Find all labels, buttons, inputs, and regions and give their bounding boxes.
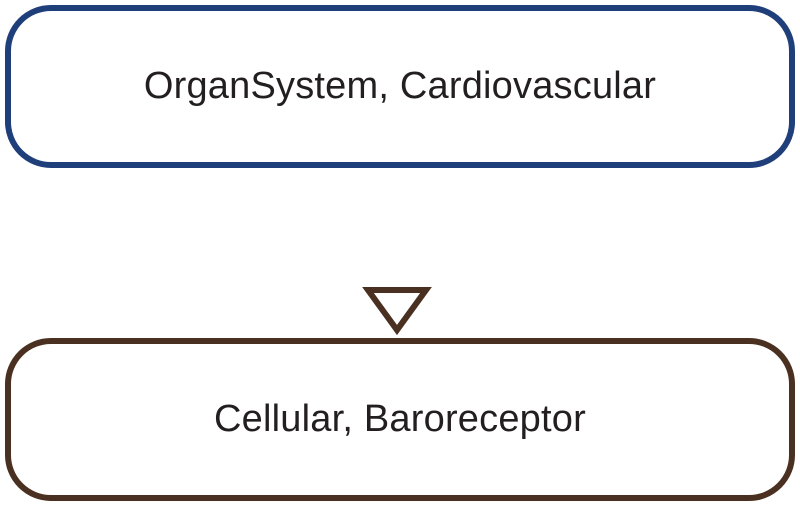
node-label: OrganSystem, Cardiovascular xyxy=(143,65,657,107)
node-label: Cellular, Baroreceptor xyxy=(214,398,586,440)
arrowhead-hollow-triangle-icon xyxy=(362,287,432,336)
node-organsystem-cardiovascular[interactable]: OrganSystem, Cardiovascular xyxy=(5,5,795,168)
node-cellular-baroreceptor[interactable]: Cellular, Baroreceptor xyxy=(5,338,795,501)
